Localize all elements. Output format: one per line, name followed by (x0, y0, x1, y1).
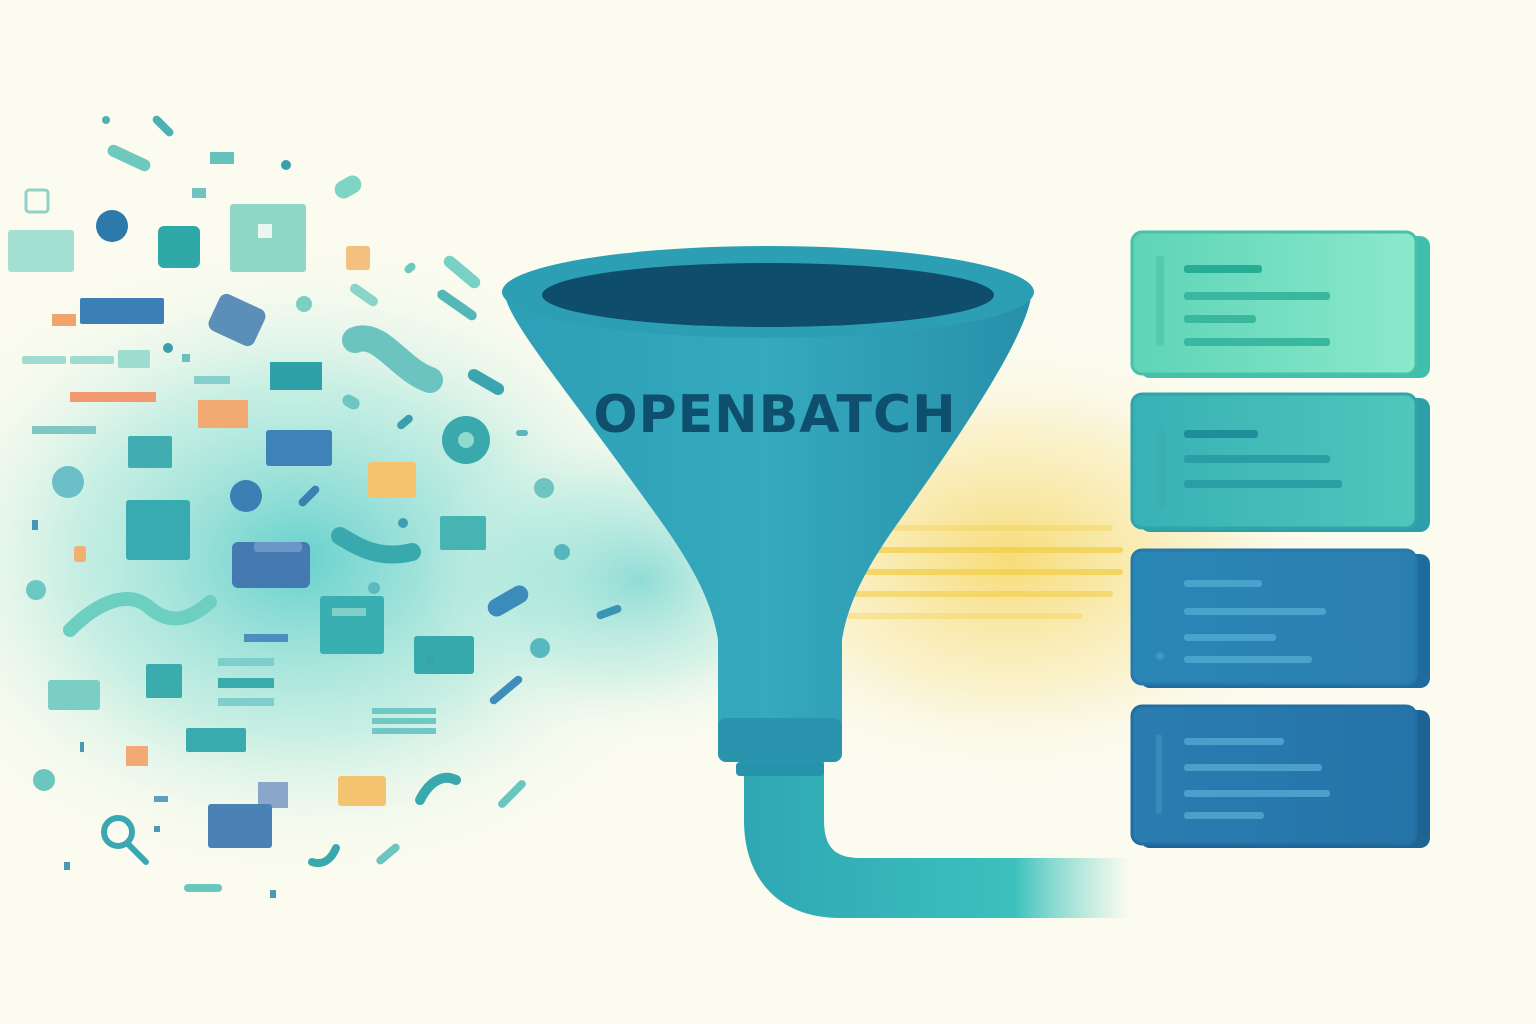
fragment-card (158, 226, 200, 268)
data-fragments (8, 115, 622, 898)
fragment-card (8, 230, 74, 272)
output-card-2 (1130, 392, 1430, 532)
funnel-label: OPENBATCH (593, 385, 957, 445)
magnifier-icon (101, 815, 149, 865)
funnel-pipe (744, 760, 1130, 918)
yellow-streaks (847, 525, 1123, 619)
output-card-3 (1130, 548, 1430, 688)
squiggles (63, 325, 461, 867)
output-card-1 (1130, 230, 1430, 378)
funnel (502, 246, 1034, 776)
output-card-4 (1130, 704, 1430, 848)
